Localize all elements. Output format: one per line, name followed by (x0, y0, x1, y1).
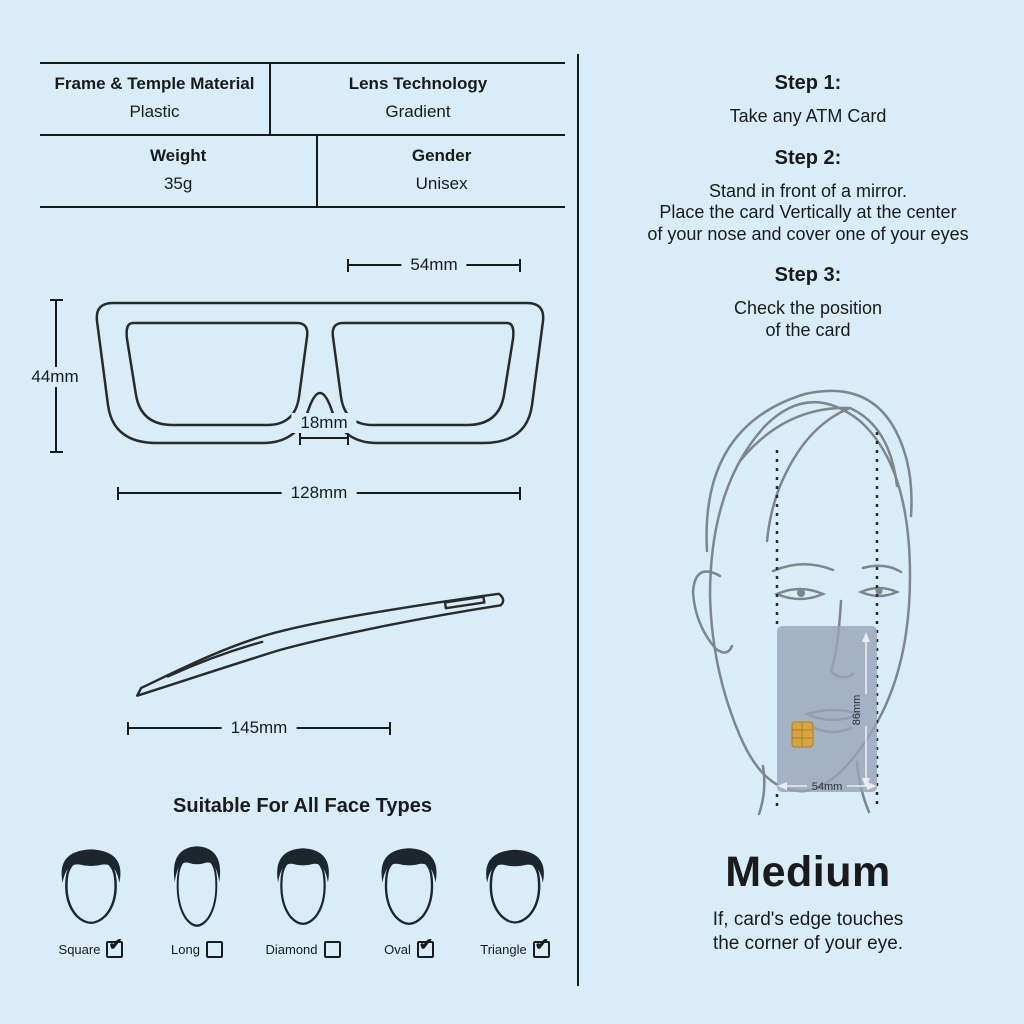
glasses-front-illustration (95, 301, 545, 445)
face-card-fit-illustration: 86mm 54mm (691, 389, 913, 816)
spec-label: Frame & Temple Material (54, 74, 255, 93)
lens-height-measurement: 44mm (22, 367, 88, 387)
face-type-checkbox: ✔ (106, 936, 124, 958)
oval-face-icon (381, 848, 437, 926)
spec-value: 35g (163, 174, 193, 193)
spec-cell-material: Frame & Temple Material Plastic (40, 64, 271, 134)
face-type-checkbox: ✔ (416, 936, 434, 958)
step-text: Check the position of the card (733, 298, 883, 340)
size-result: Medium (725, 848, 891, 896)
face-type-checkbox: ✔ (532, 936, 550, 958)
spec-cell-lens-technology: Lens Technology Gradient (271, 64, 565, 134)
spec-value: Gradient (385, 102, 451, 121)
face-type-item-oval: Oval ✔ (360, 845, 458, 958)
check-icon: ✔ (534, 935, 549, 954)
card-width-label: 54mm (812, 781, 843, 793)
spec-value: Plastic (129, 102, 180, 121)
spec-row: Frame & Temple Material Plastic Lens Tec… (40, 64, 565, 136)
temple-length-measurement: 145mm (221, 718, 297, 738)
spec-row: Weight 35g Gender Unisex (40, 136, 565, 208)
square-face-icon (61, 849, 121, 924)
check-icon: ✔ (418, 935, 434, 954)
spec-table: Frame & Temple Material Plastic Lens Tec… (40, 62, 565, 208)
long-face-icon (173, 846, 221, 927)
face-type-caption: Square ✔ (42, 936, 140, 958)
temple-arm-illustration (136, 592, 505, 697)
face-type-label: Triangle (480, 942, 527, 957)
face-type-label: Diamond (265, 942, 318, 957)
face-type-caption: Long (148, 941, 246, 958)
step-text: Stand in front of a mirror. Place the ca… (647, 180, 969, 244)
frame-width-measurement: 128mm (281, 483, 357, 503)
step-2: Step 2: Stand in front of a mirror. Plac… (600, 147, 1016, 246)
lens-width-measurement: 54mm (401, 255, 467, 275)
check-icon: ✔ (108, 935, 123, 954)
face-type-label: Square (58, 942, 101, 957)
face-type-checkbox (323, 941, 341, 958)
face-type-item-triangle: Triangle ✔ (466, 845, 564, 958)
face-type-item-long: Long (148, 845, 246, 958)
measurement-line-bridge (299, 432, 349, 445)
size-result-note: If, card's edge touches the corner of yo… (712, 909, 904, 954)
card-height-label: 86mm (851, 695, 863, 726)
step-title: Step 3: (774, 264, 842, 287)
triangle-face-icon (486, 849, 544, 924)
step-title: Step 2: (774, 146, 842, 169)
spec-value: Unisex (415, 174, 468, 193)
face-types-row: Square ✔ Long (42, 845, 564, 958)
spec-label: Gender (411, 146, 472, 165)
face-type-label: Oval (384, 942, 411, 957)
face-type-label: Long (171, 942, 200, 957)
step-3: Step 3: Check the position of the card (600, 264, 1016, 341)
spec-label: Lens Technology (348, 74, 488, 93)
step-1: Step 1: Take any ATM Card (600, 72, 1016, 128)
sizing-steps: Step 1: Take any ATM Card Step 2: Stand … (600, 72, 1016, 342)
face-type-caption: Oval ✔ (360, 936, 458, 958)
step-text: Take any ATM Card (729, 106, 887, 126)
card-chip-icon (791, 721, 814, 748)
atm-card (777, 626, 877, 792)
face-types-title: Suitable For All Face Types (173, 795, 432, 817)
face-type-item-diamond: Diamond (254, 845, 352, 958)
face-type-item-square: Square ✔ (42, 845, 140, 958)
vertical-divider (577, 54, 579, 986)
spec-cell-gender: Gender Unisex (318, 136, 565, 206)
spec-cell-weight: Weight 35g (40, 136, 319, 206)
step-title: Step 1: (774, 72, 842, 94)
face-type-caption: Diamond (254, 941, 352, 958)
face-type-caption: Triangle ✔ (466, 936, 564, 958)
bridge-measurement: 18mm (291, 413, 357, 433)
spec-label: Weight (149, 146, 207, 165)
face-type-checkbox (205, 941, 223, 958)
diamond-face-icon (277, 848, 329, 926)
